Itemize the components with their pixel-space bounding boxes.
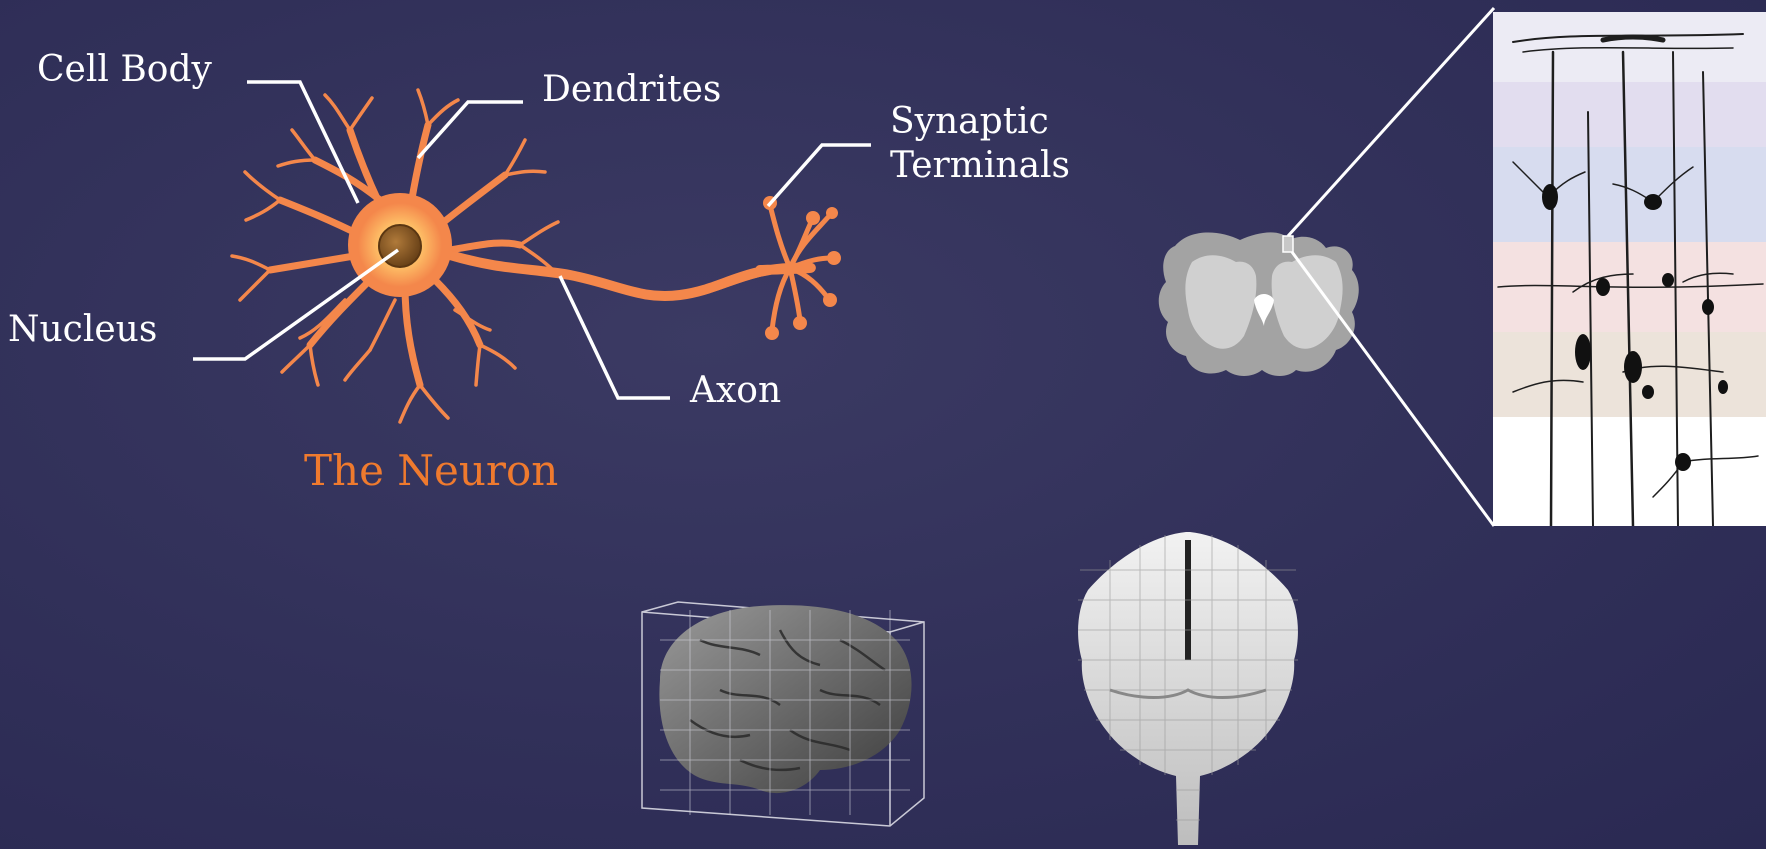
dendrites-label: Dendrites bbox=[542, 68, 721, 112]
synaptic-terminals-label-line1: Synaptic bbox=[890, 100, 1049, 144]
voxelized-brain-front-view-icon bbox=[1078, 532, 1298, 845]
synaptic-terminals-label-line2: Terminals bbox=[890, 144, 1070, 188]
synaptic-leader bbox=[768, 145, 871, 206]
cortical-layers-panel bbox=[1493, 12, 1766, 526]
nucleus-label: Nucleus bbox=[8, 308, 157, 352]
axon-label: Axon bbox=[690, 369, 781, 413]
cell-body-label: Cell Body bbox=[37, 48, 212, 92]
leader-lines bbox=[193, 82, 871, 398]
cortical-layers-neuron-drawing bbox=[1493, 12, 1766, 526]
dendrites-leader bbox=[418, 102, 523, 158]
neuron-caption: The Neuron bbox=[304, 446, 558, 495]
cell-body bbox=[348, 193, 452, 297]
brain-in-voxel-grid-icon bbox=[642, 602, 924, 826]
